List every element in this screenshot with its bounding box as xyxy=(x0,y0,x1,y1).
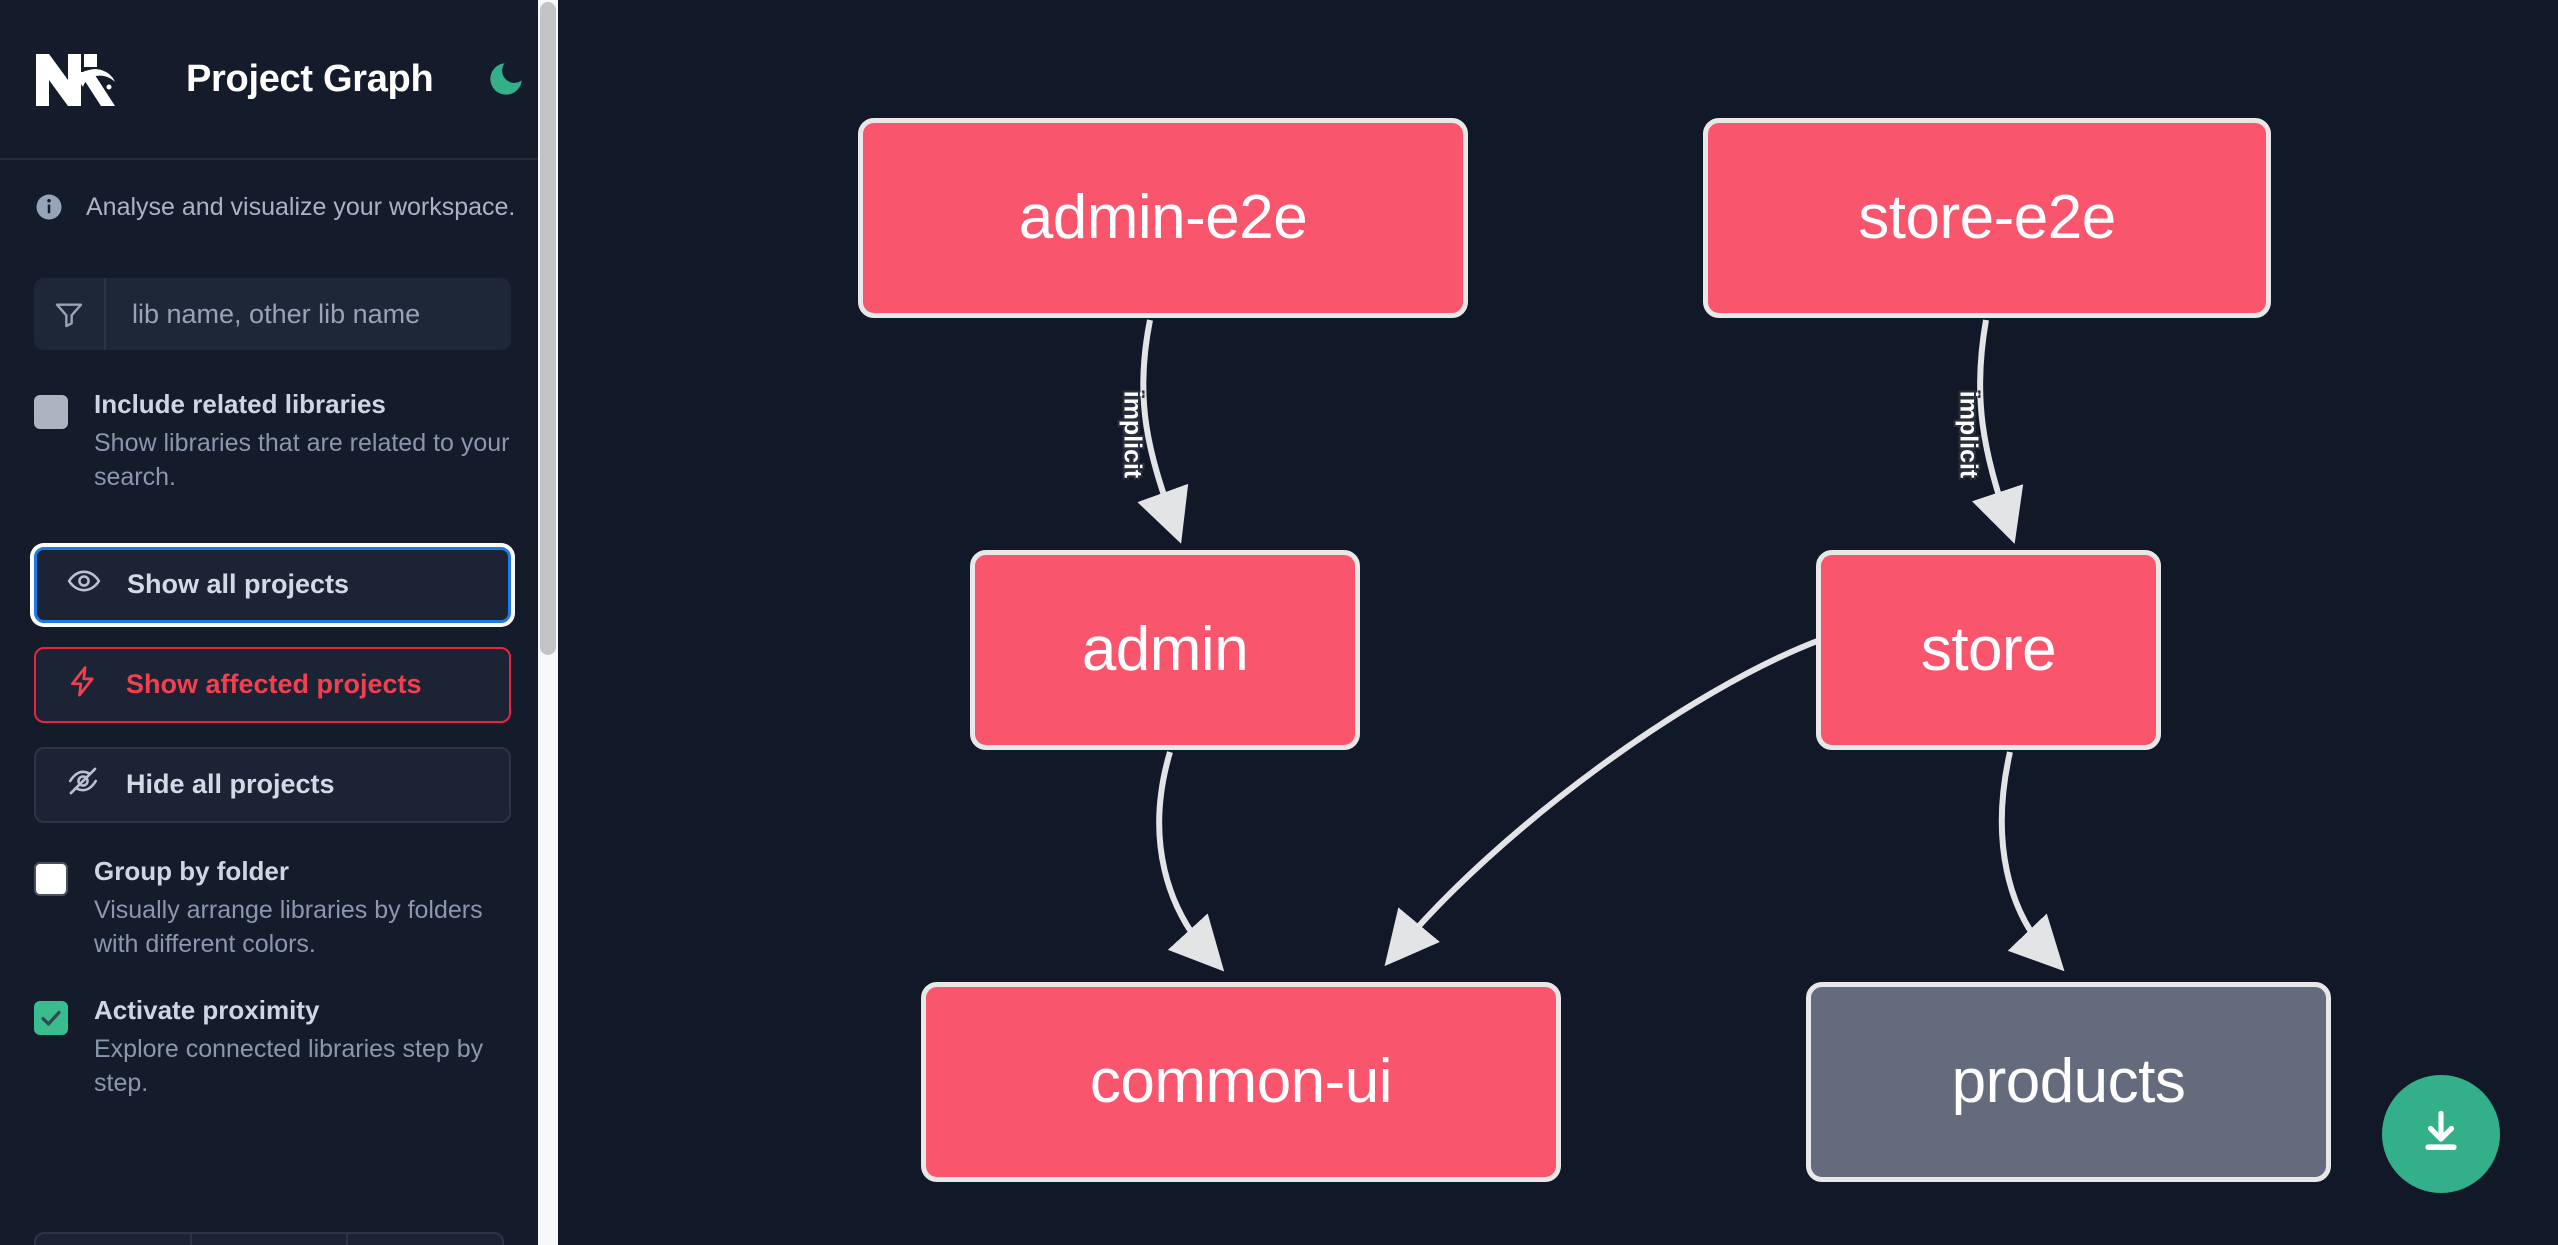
filter-icon[interactable] xyxy=(34,278,106,350)
option-description: Visually arrange libraries by folders wi… xyxy=(94,895,483,959)
option-group-by-folder[interactable]: Group by folder Visually arrange librari… xyxy=(0,855,545,962)
download-button[interactable] xyxy=(2382,1075,2500,1193)
info-icon xyxy=(34,192,64,222)
edge-admin-common-ui xyxy=(1156,751,1225,972)
sidebar-content: Project Graph Analyse and visualize your… xyxy=(0,0,545,1245)
hide-all-projects-button[interactable]: Hide all projects xyxy=(34,746,511,823)
option-label: Include related libraries xyxy=(94,389,386,419)
edge-store-e2e-store xyxy=(1971,319,2024,544)
eye-off-icon xyxy=(66,764,100,805)
search-field[interactable] xyxy=(34,278,511,350)
checkbox-activate-proximity[interactable] xyxy=(34,1000,68,1035)
download-icon xyxy=(2413,1104,2469,1165)
segment-2[interactable] xyxy=(192,1234,348,1245)
segment-1[interactable] xyxy=(36,1234,192,1245)
option-label: Group by folder xyxy=(94,855,289,886)
edge-store-products xyxy=(1998,751,2065,972)
graph-node-store-e2e[interactable]: store-e2e xyxy=(1703,118,2271,318)
edge-admin-e2e-admin xyxy=(1137,319,1189,544)
action-button-group: Show all projects Show affected projects xyxy=(34,546,511,823)
tagline-text: Analyse and visualize your workspace. xyxy=(86,192,516,221)
segment-3[interactable] xyxy=(348,1234,502,1245)
node-label: admin-e2e xyxy=(1018,183,1308,252)
graph-node-admin[interactable]: admin xyxy=(970,550,1360,750)
node-label: common-ui xyxy=(1089,1047,1393,1116)
edge-label-implicit-admin: implicit xyxy=(1118,390,1147,479)
option-label: Activate proximity xyxy=(94,994,320,1025)
sidebar-scrollbar-track[interactable] xyxy=(538,0,558,1245)
show-all-projects-button[interactable]: Show all projects xyxy=(34,546,511,623)
sidebar-header: Project Graph xyxy=(0,0,545,160)
sidebar: Project Graph Analyse and visualize your… xyxy=(0,0,558,1245)
checkbox-include-related-libraries[interactable] xyxy=(34,395,68,429)
page-title: Project Graph xyxy=(186,57,434,100)
button-label: Show all projects xyxy=(127,569,350,600)
node-label: products xyxy=(1951,1047,2186,1116)
graph-canvas[interactable]: admin-e2e store-e2e admin store common-u… xyxy=(558,0,2558,1245)
node-label: admin xyxy=(1081,615,1249,684)
graph-node-products[interactable]: products xyxy=(1806,982,2331,1182)
bottom-segmented-control[interactable] xyxy=(34,1232,504,1245)
edge-label-implicit-store: implicit xyxy=(1954,390,1983,479)
graph-node-common-ui[interactable]: common-ui xyxy=(921,982,1561,1182)
graph-node-store[interactable]: store xyxy=(1816,550,2161,750)
button-label: Hide all projects xyxy=(126,769,335,800)
moon-icon[interactable] xyxy=(485,56,527,102)
option-include-related-libraries[interactable]: Include related libraries Show libraries… xyxy=(0,389,545,495)
graph-edges xyxy=(1137,319,2065,972)
option-description: Show libraries that are related to your … xyxy=(94,428,510,492)
node-label: store-e2e xyxy=(1858,183,2116,252)
graph-node-admin-e2e[interactable]: admin-e2e xyxy=(858,118,1468,318)
show-affected-projects-button[interactable]: Show affected projects xyxy=(34,646,511,723)
option-description: Explore connected libraries step by step… xyxy=(94,1034,484,1098)
sidebar-tagline: Analyse and visualize your workspace. xyxy=(0,160,545,222)
search-input[interactable] xyxy=(106,278,511,350)
checkbox-group-by-folder[interactable] xyxy=(34,861,68,896)
option-activate-proximity[interactable]: Activate proximity Explore connected lib… xyxy=(0,994,545,1101)
eye-icon xyxy=(67,564,101,605)
sidebar-scrollbar-thumb[interactable] xyxy=(540,2,556,655)
edge-store-common-ui xyxy=(1384,637,1822,967)
button-label: Show affected projects xyxy=(126,669,422,700)
node-label: store xyxy=(1920,615,2057,684)
bolt-icon xyxy=(66,664,100,705)
nx-logo-icon xyxy=(34,48,122,110)
